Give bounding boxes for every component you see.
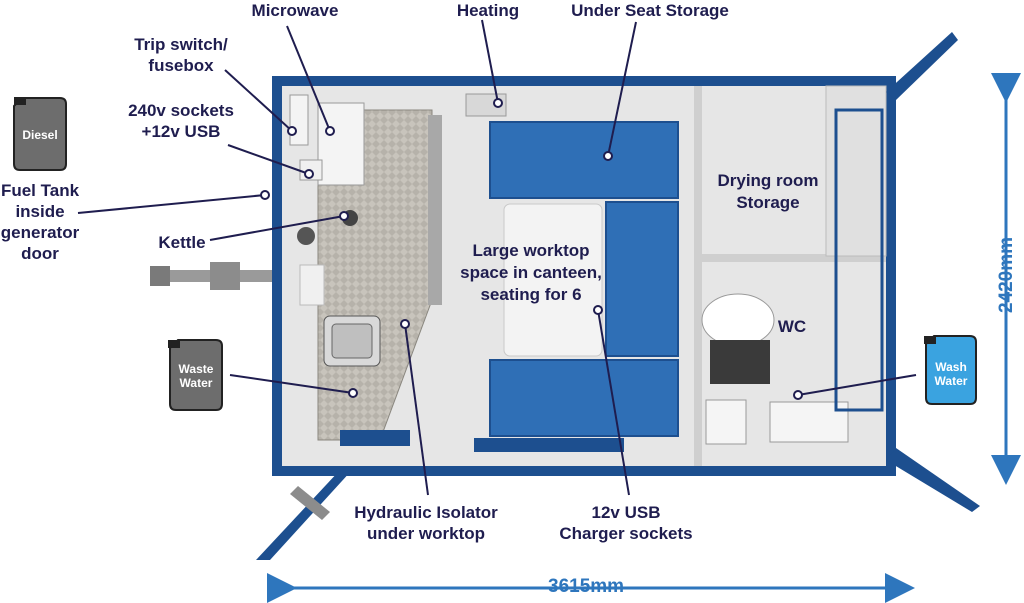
bin-shape	[297, 227, 315, 245]
wash-water-can-icon	[924, 335, 977, 405]
canteen-table	[503, 203, 603, 357]
waste-water-can-icon	[168, 339, 223, 411]
callout-lines	[77, 19, 917, 496]
fusebox-unit	[289, 94, 309, 146]
wall-unit	[299, 264, 325, 306]
label-fuel-tank: Fuel Tank inside generator door	[0, 181, 80, 263]
partition-wall	[694, 86, 702, 466]
waste-water-can-label: Waste Water	[178, 362, 214, 390]
label-hydraulic-isolator: Hydraulic Isolator under worktop	[354, 503, 498, 543]
label-microwave: Microwave	[251, 1, 339, 20]
microwave-unit	[317, 102, 365, 186]
label-usb-charger: 12v USB Charger sockets	[559, 503, 693, 543]
callout-dots	[260, 98, 803, 400]
toilet-bowl	[701, 293, 775, 347]
towbar	[150, 262, 274, 290]
worktop-edge	[428, 115, 442, 305]
label-under-seat-storage: Under Seat Storage	[571, 1, 729, 20]
width-dimension-label: 3615mm	[548, 576, 625, 597]
diesel-can-icon	[13, 97, 67, 171]
label-heating: Heating	[456, 1, 520, 20]
canteen-seats	[489, 121, 679, 437]
label-worktop: Large worktop space in canteen, seating …	[460, 241, 602, 304]
diesel-can-label: Diesel	[22, 128, 58, 142]
doors	[256, 32, 980, 560]
label-wc: WC	[777, 317, 807, 336]
label-drying-room: Drying room Storage	[717, 171, 819, 212]
label-sockets: 240v sockets +12v USB	[128, 101, 234, 141]
label-kettle: Kettle	[158, 233, 206, 252]
height-dimension-label: 2420mm	[996, 236, 1017, 314]
label-trip-switch: Trip switch/ fusebox	[134, 35, 228, 75]
toilet-base	[710, 340, 770, 384]
wash-water-can-label: Wash Water	[934, 360, 968, 388]
